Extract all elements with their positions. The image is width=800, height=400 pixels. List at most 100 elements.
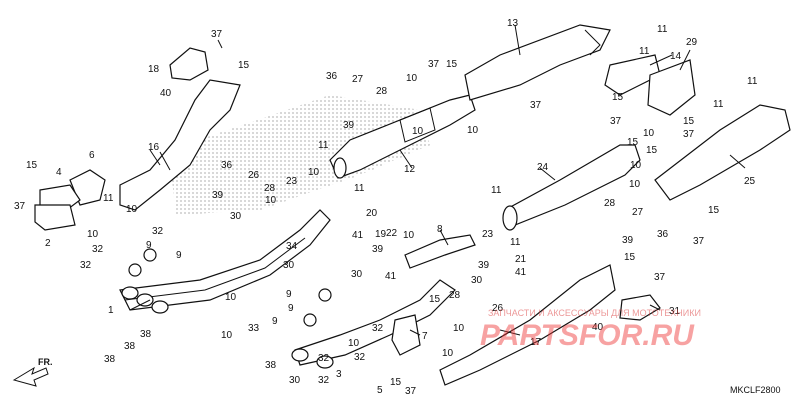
callout-26b: 26: [492, 303, 504, 314]
diagram-code: MKCLF2800: [730, 385, 781, 395]
callout-9c: 9: [286, 289, 292, 300]
callout-10m: 10: [467, 125, 479, 136]
callout-15c: 15: [446, 59, 458, 70]
callout-15e: 15: [429, 294, 441, 305]
callout-20: 20: [366, 208, 378, 219]
callout-10h: 10: [412, 126, 424, 137]
callout-10c: 10: [265, 195, 277, 206]
callout-41b: 41: [385, 271, 397, 282]
front-label: FR.: [38, 357, 53, 367]
callout-32c: 32: [80, 260, 92, 271]
callout-10b: 10: [87, 229, 99, 240]
callout-11f: 11: [657, 24, 668, 35]
callout-11c: 11: [354, 183, 365, 194]
muffler-cover-13: [464, 24, 611, 101]
callout-11e: 11: [491, 185, 502, 196]
callout-41: 41: [352, 230, 364, 241]
callout-8: 8: [437, 224, 443, 235]
callout-10j: 10: [348, 338, 360, 349]
callout-18: 18: [148, 64, 160, 75]
part-2: [34, 204, 76, 231]
callout-labels: 37 18 15 40 16 15 4 6 37 2 11 10 10 32 3…: [14, 18, 758, 397]
front-arrow: FR.: [12, 357, 53, 387]
callout-15b: 15: [26, 160, 38, 171]
callout-7: 7: [422, 331, 428, 342]
callout-37f: 37: [610, 116, 622, 127]
callout-19: 19: [375, 229, 387, 240]
callout-28b: 28: [376, 86, 388, 97]
callout-38d: 38: [265, 360, 277, 371]
callout-37: 37: [211, 29, 223, 40]
callout-25: 25: [744, 176, 756, 187]
callout-11d: 11: [510, 237, 521, 248]
callout-39d: 39: [478, 260, 490, 271]
callout-36c: 36: [657, 229, 669, 240]
callout-40: 40: [160, 88, 172, 99]
callout-38c: 38: [104, 354, 116, 365]
callout-39c: 39: [372, 244, 384, 255]
callout-32e: 32: [354, 352, 366, 363]
callout-37i: 37: [654, 272, 666, 283]
callout-30e: 30: [471, 275, 483, 286]
callout-11i: 11: [747, 76, 758, 87]
callout-9e: 9: [272, 316, 278, 327]
callout-32b: 32: [92, 244, 104, 255]
callout-11b: 11: [318, 140, 329, 151]
callout-30d: 30: [351, 269, 363, 280]
callout-12: 12: [404, 164, 416, 175]
callout-26: 26: [248, 170, 260, 181]
callout-10i: 10: [403, 230, 415, 241]
bracket-14: [604, 54, 661, 96]
callout-30b: 30: [283, 260, 295, 271]
callout-28d: 28: [604, 198, 616, 209]
muffler-12: [329, 94, 476, 179]
callout-37c: 37: [428, 59, 440, 70]
callout-28: 28: [264, 183, 276, 194]
callout-10d: 10: [225, 292, 237, 303]
callout-5: 5: [377, 385, 383, 396]
callout-22: 22: [386, 228, 398, 239]
callout-23: 23: [286, 176, 298, 187]
callout-27: 27: [352, 74, 364, 85]
watermark-subtitle: ЗАПЧАСТИ И АКСЕССУАРЫ ДЛЯ МОТОТЕХНИКИ: [488, 308, 701, 318]
callout-13: 13: [507, 18, 519, 29]
leader-lines: [129, 24, 746, 336]
callout-10e: 10: [221, 330, 233, 341]
callout-3: 3: [336, 369, 342, 380]
watermark-logo: PARTSFOR.RU: [480, 319, 695, 352]
muffler-24: [504, 144, 641, 226]
callout-2: 2: [45, 238, 51, 249]
callout-33: 33: [248, 323, 260, 334]
callout-10g: 10: [406, 73, 418, 84]
callout-10: 10: [126, 204, 138, 215]
callout-36b: 36: [326, 71, 338, 82]
callout-39e: 39: [622, 235, 634, 246]
callout-32: 32: [152, 226, 164, 237]
callout-36: 36: [221, 160, 233, 171]
callout-9b: 9: [176, 250, 182, 261]
callout-29: 29: [686, 37, 698, 48]
callout-27b: 27: [632, 207, 644, 218]
callout-30c: 30: [289, 375, 301, 386]
callout-15: 15: [238, 60, 250, 71]
callout-17: 17: [530, 337, 542, 348]
callout-34: 34: [286, 241, 298, 252]
callout-11: 11: [103, 193, 114, 204]
callout-21: 21: [515, 254, 527, 265]
callout-23b: 23: [482, 229, 494, 240]
callout-10f: 10: [308, 167, 320, 178]
muffler-cover-25: [654, 104, 791, 201]
callout-4: 4: [56, 167, 62, 178]
callout-15k: 15: [624, 252, 636, 263]
callout-37b: 37: [14, 201, 26, 212]
callout-6: 6: [89, 150, 95, 161]
pipe-8: [404, 234, 476, 269]
callout-37h: 37: [693, 236, 705, 247]
callout-38: 38: [140, 329, 152, 340]
part-7: [391, 314, 421, 356]
shaded-area: [170, 95, 430, 215]
callout-9d: 9: [288, 303, 294, 314]
callout-15g: 15: [627, 137, 639, 148]
